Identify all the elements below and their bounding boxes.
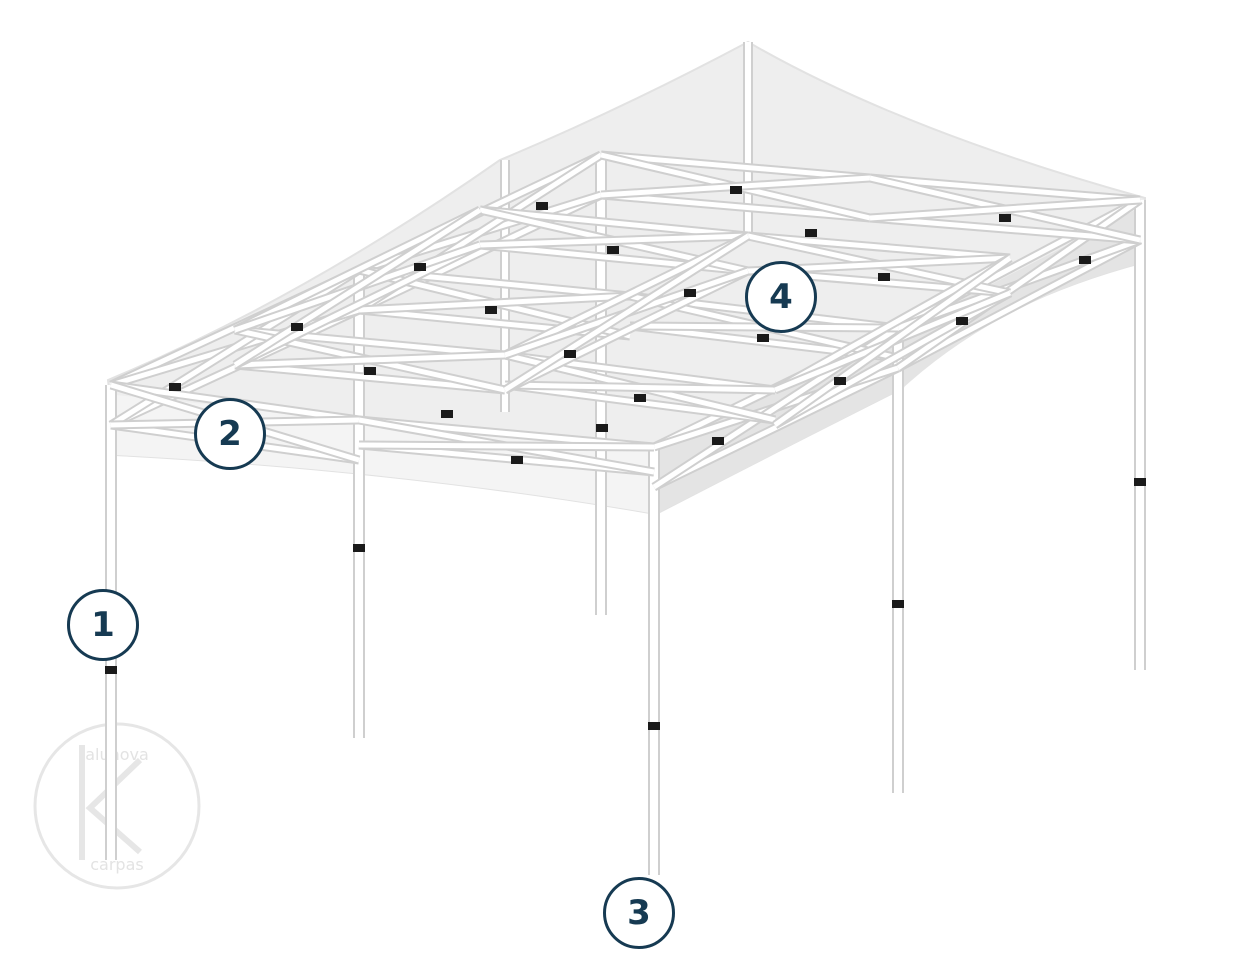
truss-connector bbox=[684, 289, 696, 297]
truss-bar bbox=[600, 152, 871, 181]
truss-connector bbox=[414, 263, 426, 271]
truss-bar bbox=[869, 175, 1141, 203]
truss-bar bbox=[504, 382, 776, 423]
truss-connector bbox=[999, 214, 1011, 222]
leg-clamp bbox=[648, 722, 660, 730]
watermark-text-bottom: carpas bbox=[90, 855, 143, 874]
callout-1: 1 bbox=[67, 589, 139, 661]
truss-connector bbox=[441, 410, 453, 418]
truss-connector bbox=[485, 306, 497, 314]
leg-clamp bbox=[353, 544, 365, 552]
truss-bar bbox=[773, 255, 1012, 428]
leg-front-mid bbox=[353, 270, 365, 738]
truss-connector bbox=[834, 377, 846, 385]
truss-connector bbox=[511, 456, 523, 464]
truss-bar bbox=[896, 237, 1142, 371]
leg-back-right bbox=[1134, 200, 1146, 670]
callout-3: 3 bbox=[603, 877, 675, 949]
truss-connector bbox=[564, 350, 576, 358]
truss-bar bbox=[504, 382, 776, 393]
truss-bar bbox=[479, 207, 749, 239]
truss-bar bbox=[503, 268, 750, 393]
truss-bar bbox=[233, 207, 482, 368]
leg-front-right bbox=[648, 447, 660, 875]
truss-bar bbox=[233, 242, 482, 368]
truss-connector bbox=[757, 334, 769, 342]
truss-connectors bbox=[169, 186, 1091, 464]
truss-connector bbox=[956, 317, 968, 325]
truss-connector bbox=[1079, 256, 1091, 264]
truss-bar bbox=[600, 192, 871, 221]
truss-connector bbox=[364, 367, 376, 375]
leg-clamp bbox=[105, 666, 117, 674]
truss-bar bbox=[358, 293, 631, 313]
truss-bar bbox=[652, 365, 900, 490]
truss-connector bbox=[805, 229, 817, 237]
truss-bar bbox=[747, 233, 1011, 261]
leg-clamp bbox=[1134, 478, 1146, 486]
truss-connector bbox=[169, 383, 181, 391]
truss-connector bbox=[536, 202, 548, 210]
truss-bar bbox=[869, 215, 1141, 243]
truss-bar bbox=[773, 255, 1012, 393]
truss-bar bbox=[773, 290, 1012, 428]
leg-clamp bbox=[892, 600, 904, 608]
truss-bar bbox=[869, 197, 1141, 221]
callout-4: 4 bbox=[745, 261, 817, 333]
truss-bar bbox=[358, 442, 655, 450]
truss-connector bbox=[878, 273, 890, 281]
truss-bars bbox=[108, 150, 1143, 492]
truss-connector bbox=[712, 437, 724, 445]
truss-connector bbox=[596, 424, 608, 432]
truss-bar bbox=[234, 352, 506, 368]
callout-2: 2 bbox=[194, 398, 266, 470]
truss-connector bbox=[730, 186, 742, 194]
leg-right-mid bbox=[892, 328, 904, 793]
truss-bar bbox=[234, 362, 506, 393]
truss-bar bbox=[503, 233, 750, 393]
truss-bar bbox=[233, 207, 482, 333]
truss-connector bbox=[607, 246, 619, 254]
watermark-logo: alunova carpas bbox=[33, 722, 201, 890]
truss-connector bbox=[634, 394, 646, 402]
truss-connector bbox=[291, 323, 303, 331]
truss-bar bbox=[479, 233, 749, 248]
truss-bar bbox=[503, 233, 750, 358]
